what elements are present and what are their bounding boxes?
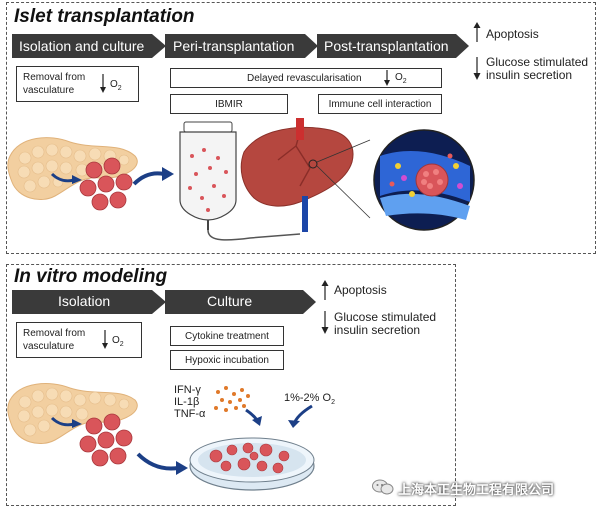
o2-percent-label: 1%-2% O2 bbox=[284, 392, 335, 407]
down-arrow-icon bbox=[321, 311, 329, 334]
cytokine-ifn: IFN-γ bbox=[174, 384, 201, 396]
cytokine-il1: IL-1β bbox=[174, 396, 200, 408]
stage-arrow-3 bbox=[317, 34, 469, 58]
stage-arrow-isolation bbox=[12, 290, 166, 314]
islet-transplantation-panel bbox=[6, 2, 596, 254]
islets-cluster bbox=[79, 413, 133, 467]
stage-label-isolation-culture: Isolation and culture bbox=[19, 38, 145, 54]
removal-box-bottom: Removal from vasculature O2 bbox=[16, 322, 142, 358]
oxygen-label: O2 bbox=[110, 79, 122, 92]
down-arrow-icon bbox=[384, 70, 390, 86]
stage-arrow-2 bbox=[165, 34, 318, 58]
effect-gsis-line2: insulin secretion bbox=[486, 68, 573, 82]
zoom-inset bbox=[373, 129, 475, 231]
stage-arrow-1 bbox=[12, 34, 166, 58]
delayed-revascularisation-box: Delayed revascularisation O2 bbox=[170, 68, 442, 88]
delayed-label: Delayed revascularisation bbox=[247, 73, 362, 84]
ibmir-box: IBMIR bbox=[170, 94, 288, 114]
up-arrow-icon bbox=[321, 280, 329, 300]
removal-line1: Removal from bbox=[23, 328, 86, 339]
removal-box-top: Removal from vasculature O2 bbox=[16, 66, 139, 102]
oxygen-label: O2 bbox=[395, 72, 407, 85]
liver-image bbox=[240, 118, 371, 232]
pancreas-image bbox=[7, 137, 138, 200]
hypoxic-label: Hypoxic incubation bbox=[185, 354, 269, 366]
stage-label-culture: Culture bbox=[207, 293, 253, 309]
cytokine-treatment-box: Cytokine treatment bbox=[170, 326, 284, 346]
stage-label-isolation: Isolation bbox=[58, 293, 111, 309]
effect-apoptosis-bottom: Apoptosis bbox=[334, 283, 387, 297]
transplantation-illustration bbox=[7, 118, 475, 241]
top-stage-arrows bbox=[12, 34, 469, 58]
up-arrow-icon bbox=[473, 22, 481, 42]
islet-transplantation-title: Islet transplantation bbox=[14, 6, 195, 27]
pancreas-image bbox=[7, 383, 138, 444]
islets-cluster bbox=[79, 157, 133, 211]
stage-arrow-culture bbox=[165, 290, 316, 314]
in-vitro-modeling-title: In vitro modeling bbox=[14, 266, 168, 287]
cytokine-tnf: TNF-α bbox=[174, 408, 206, 420]
cytokine-dots bbox=[214, 386, 250, 412]
down-arrow-icon bbox=[102, 330, 108, 349]
hypoxic-incubation-box: Hypoxic incubation bbox=[170, 350, 284, 370]
removal-line2: vasculature bbox=[23, 85, 75, 96]
effect-gsis-bottom-line2: insulin secretion bbox=[334, 323, 421, 337]
wechat-logo-icon bbox=[372, 479, 394, 495]
petri-dish bbox=[189, 437, 315, 491]
effect-gsis-bottom-line1: Glucose stimulated bbox=[334, 310, 437, 324]
infusion-bag bbox=[179, 121, 301, 241]
bottom-stage-arrows bbox=[12, 290, 316, 314]
effect-apoptosis: Apoptosis bbox=[486, 27, 539, 41]
removal-line2: vasculature bbox=[23, 341, 75, 352]
in-vitro-illustration bbox=[7, 383, 315, 491]
down-arrow-icon bbox=[473, 57, 481, 80]
in-vitro-modeling-panel bbox=[6, 264, 456, 506]
immune-box: Immune cell interaction bbox=[318, 94, 442, 114]
stage-label-post-transplantation: Post-transplantation bbox=[324, 38, 449, 54]
effect-gsis-line1: Glucose stimulated bbox=[486, 55, 589, 69]
watermark-text: 上海本正生物工程有限公司 bbox=[398, 482, 555, 497]
oxygen-label: O2 bbox=[112, 335, 124, 348]
ibmir-label: IBMIR bbox=[215, 98, 243, 110]
down-arrow-icon bbox=[100, 74, 106, 93]
stage-label-peri-transplantation: Peri-transplantation bbox=[173, 38, 295, 54]
removal-line1: Removal from bbox=[23, 72, 86, 83]
cytokine-label: Cytokine treatment bbox=[185, 330, 269, 342]
immune-label: Immune cell interaction bbox=[328, 98, 432, 110]
